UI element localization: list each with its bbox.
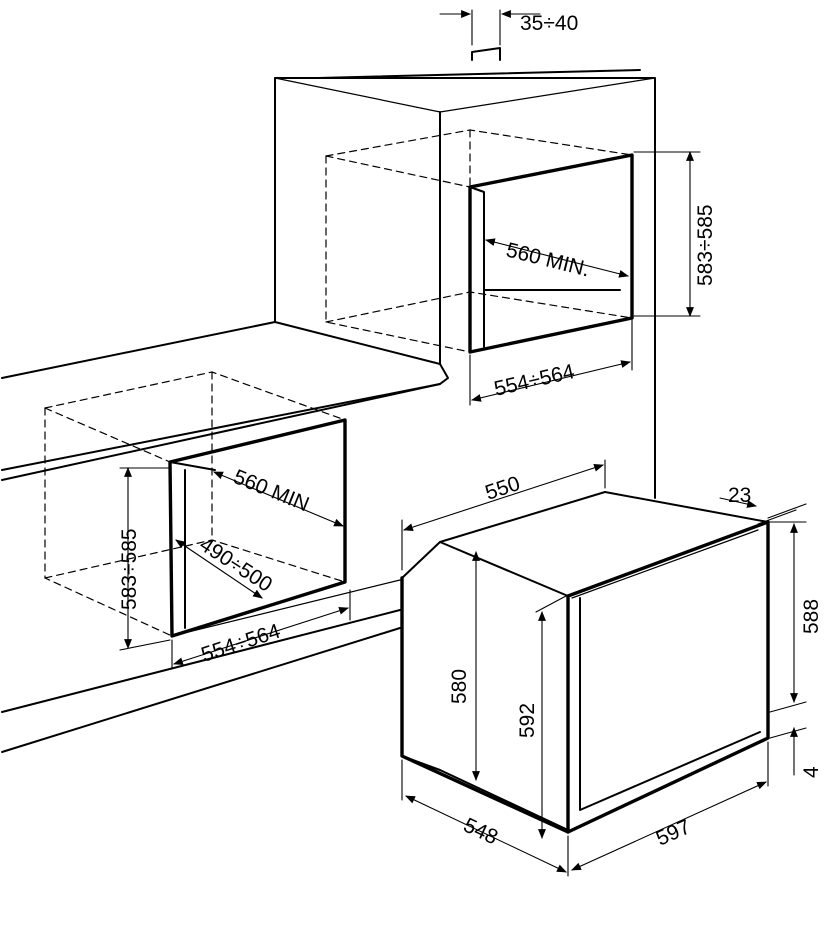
label-oven-top-depth: 550 xyxy=(482,472,522,505)
dimension-lines xyxy=(119,9,807,877)
label-oven-bottom-offset: 4 xyxy=(800,766,823,778)
label-oven-body-height: 580 xyxy=(448,669,471,704)
label-lower-height: 583÷585 xyxy=(118,528,141,610)
label-top-gap: 35÷40 xyxy=(520,12,578,35)
upper-column-cabinet xyxy=(274,47,656,499)
label-lower-inner-depth: 490÷500 xyxy=(195,533,276,597)
label-upper-height: 583÷585 xyxy=(694,204,717,286)
label-upper-width: 554÷564 xyxy=(492,360,577,401)
label-upper-depth: 560 MIN. xyxy=(504,239,592,282)
lower-base-cabinet xyxy=(1,371,401,753)
label-oven-depth: 548 xyxy=(460,814,501,850)
label-oven-door: 23 xyxy=(728,484,751,507)
oven-unit xyxy=(400,491,770,834)
label-lower-depth: 560 MIN xyxy=(230,465,312,516)
label-oven-width: 597 xyxy=(653,815,694,850)
label-oven-total-height: 592 xyxy=(516,703,539,738)
countertop xyxy=(1,321,449,481)
label-oven-front-height: 588 xyxy=(800,599,823,634)
